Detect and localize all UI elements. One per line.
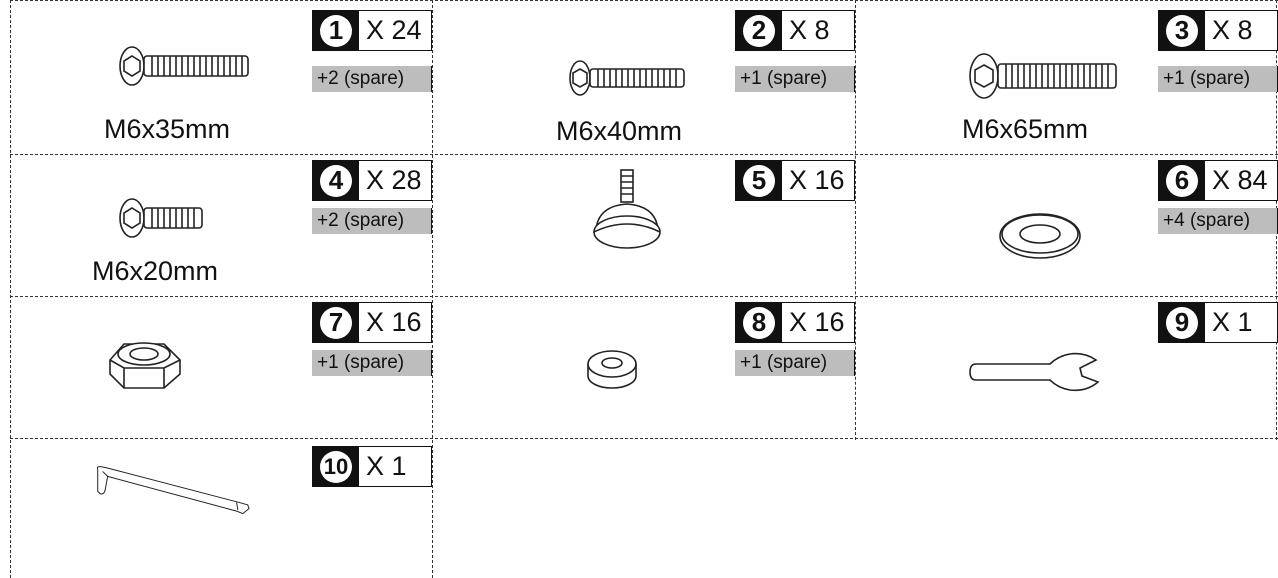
grid-divider xyxy=(10,438,1278,439)
quantity-label: X 16 xyxy=(782,303,854,342)
part-number: 4 xyxy=(320,165,352,197)
quantity-label: X 24 xyxy=(359,11,431,50)
quantity-label: X 8 xyxy=(782,11,854,50)
part-size-label: M6x20mm xyxy=(92,256,218,287)
part-number-marker: 7 xyxy=(313,303,359,342)
quantity-label: X 28 xyxy=(359,161,431,200)
part-size-label: M6x40mm xyxy=(556,116,682,147)
leveling-foot-icon xyxy=(588,166,668,258)
part-badge: 8 X 16 xyxy=(735,302,855,343)
part-badge: 2 X 8 xyxy=(735,10,855,51)
part-number-marker: 10 xyxy=(313,447,359,486)
grid-divider xyxy=(855,0,856,440)
part-number: 3 xyxy=(1166,15,1198,47)
part-size-label: M6x35mm xyxy=(104,114,230,145)
hex-socket-bolt-icon xyxy=(118,44,258,94)
grid-divider xyxy=(10,296,1278,297)
spare-count: +2 (spare) xyxy=(312,66,432,92)
part-badge: 1 X 24 xyxy=(312,10,432,51)
part-number: 9 xyxy=(1166,307,1198,339)
hex-socket-bolt-icon xyxy=(568,58,698,102)
part-number-marker: 8 xyxy=(736,303,782,342)
flat-washer-icon xyxy=(996,210,1086,262)
quantity-label: X 1 xyxy=(359,447,431,486)
part-number: 8 xyxy=(743,307,775,339)
part-badge: 7 X 16 xyxy=(312,302,432,343)
part-badge: 4 X 28 xyxy=(312,160,432,201)
part-number-marker: 3 xyxy=(1159,11,1205,50)
spacer-icon xyxy=(582,344,642,392)
quantity-label: X 16 xyxy=(782,161,854,200)
open-end-wrench-icon xyxy=(966,346,1106,396)
part-number: 7 xyxy=(320,307,352,339)
hex-nut-icon xyxy=(106,334,186,394)
quantity-label: X 1 xyxy=(1205,303,1277,342)
part-number: 6 xyxy=(1166,165,1198,197)
part-badge: 9 X 1 xyxy=(1158,302,1278,343)
spare-count: +1 (spare) xyxy=(1158,66,1278,92)
hex-socket-bolt-icon xyxy=(118,196,208,242)
part-number-marker: 9 xyxy=(1159,303,1205,342)
spare-count: +4 (spare) xyxy=(1158,208,1278,234)
grid-divider xyxy=(10,0,11,578)
grid-divider xyxy=(432,0,433,578)
spare-count: +1 (spare) xyxy=(735,66,855,92)
part-badge: 6 X 84 xyxy=(1158,160,1278,201)
part-badge: 5 X 16 xyxy=(735,160,855,201)
hex-socket-bolt-icon xyxy=(968,50,1128,106)
quantity-label: X 84 xyxy=(1205,161,1277,200)
part-number-marker: 2 xyxy=(736,11,782,50)
part-badge: 10 X 1 xyxy=(312,446,432,487)
part-number-marker: 5 xyxy=(736,161,782,200)
part-size-label: M6x65mm xyxy=(962,114,1088,145)
grid-divider xyxy=(10,0,1278,1)
part-number: 2 xyxy=(743,15,775,47)
quantity-label: X 8 xyxy=(1205,11,1277,50)
part-number-marker: 6 xyxy=(1159,161,1205,200)
allen-key-icon xyxy=(94,464,254,544)
part-number: 10 xyxy=(320,451,352,483)
quantity-label: X 16 xyxy=(359,303,431,342)
spare-count: +2 (spare) xyxy=(312,208,432,234)
spare-count: +1 (spare) xyxy=(312,350,432,376)
part-number: 1 xyxy=(320,15,352,47)
spare-count: +1 (spare) xyxy=(735,350,855,376)
part-number-marker: 1 xyxy=(313,11,359,50)
part-number: 5 xyxy=(743,165,775,197)
grid-divider xyxy=(10,154,1278,155)
part-badge: 3 X 8 xyxy=(1158,10,1278,51)
part-number-marker: 4 xyxy=(313,161,359,200)
